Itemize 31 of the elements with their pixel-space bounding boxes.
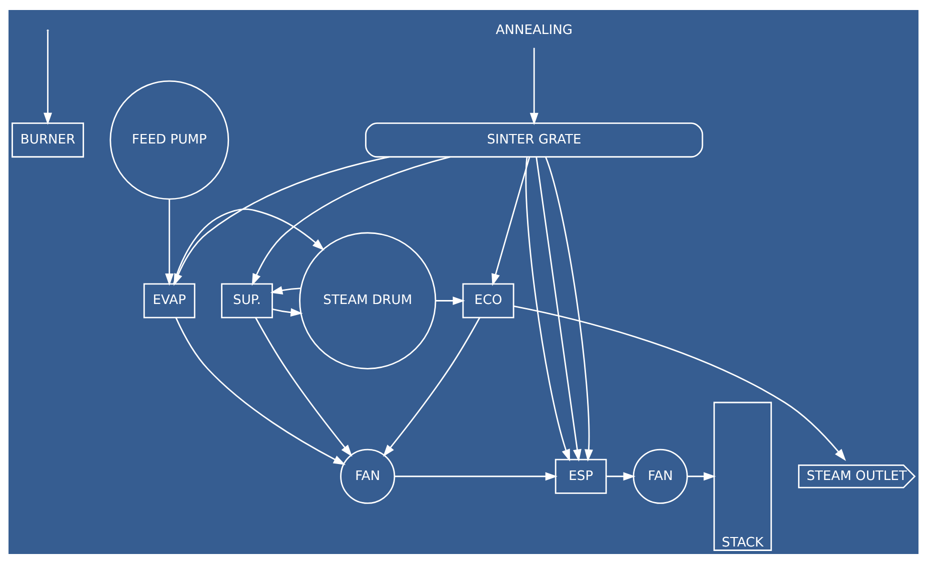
arrow: [173, 208, 324, 284]
arrow: [270, 286, 301, 294]
arrow: [165, 199, 174, 286]
arrow: [436, 296, 465, 306]
node-circle: STEAM DRUM: [299, 232, 436, 370]
arrow: [606, 472, 636, 481]
node-circle: FAN: [340, 448, 396, 504]
arrow: [252, 156, 450, 286]
arrow: [175, 317, 346, 465]
node-text: ANNEALING: [496, 23, 573, 38]
arrow: [382, 317, 480, 457]
arrow: [394, 472, 558, 481]
arrow: [492, 156, 530, 286]
node-box: ECO: [462, 283, 514, 318]
node-box: SUP.: [221, 283, 273, 318]
node-box: BURNER: [12, 122, 84, 158]
node-box: STACK: [713, 402, 772, 551]
node-circle: FEED PUMP: [110, 80, 230, 200]
arrow: [536, 157, 582, 462]
node-box: SINTER GRATE: [365, 122, 704, 158]
arrow: [272, 308, 303, 317]
arrow: [525, 157, 570, 462]
arrow: [514, 306, 846, 461]
node-circle: FAN: [632, 448, 688, 504]
arrow: [530, 48, 538, 126]
arrow: [44, 32, 52, 125]
arrow: [545, 156, 594, 462]
arrow: [255, 317, 352, 457]
node-box: ESP: [554, 458, 607, 494]
arrow: [687, 472, 716, 481]
node-box: EVAP: [143, 283, 196, 318]
